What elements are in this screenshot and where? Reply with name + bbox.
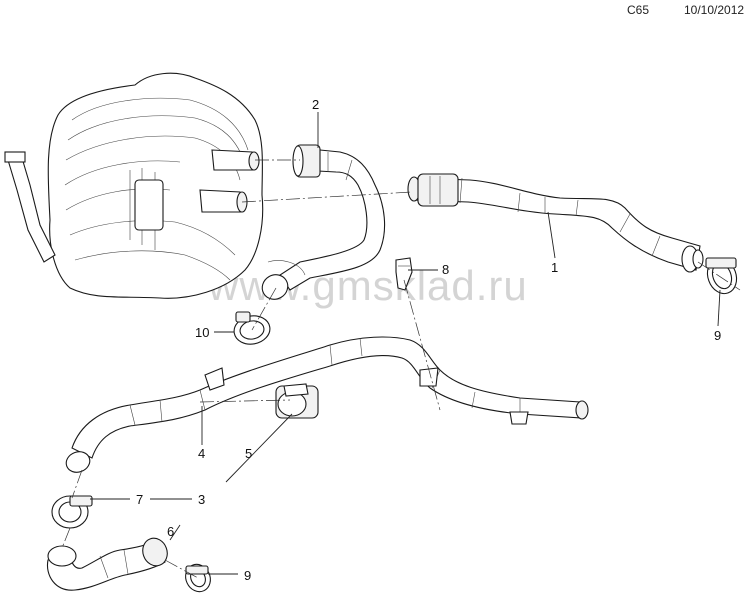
callout-4: 4 <box>198 446 205 461</box>
diagram-date: 10/10/2012 <box>684 3 745 17</box>
hose-6 <box>46 537 168 591</box>
callout-3: 3 <box>198 492 205 507</box>
callout-6: 6 <box>167 524 174 539</box>
clamp-9-lower <box>185 563 211 593</box>
clip-8 <box>395 257 413 291</box>
callout-5: 5 <box>245 446 252 461</box>
callout-10: 10 <box>195 325 209 340</box>
watermark: www.gmsklad.ru <box>207 262 528 309</box>
callout-7: 7 <box>136 492 143 507</box>
callout-9-upper: 9 <box>714 328 721 343</box>
callout-8: 8 <box>442 262 449 277</box>
callout-numbers: 2 1 8 9 10 4 5 3 7 6 9 <box>136 97 721 583</box>
callout-1: 1 <box>551 260 558 275</box>
callout-9-lower: 9 <box>244 568 251 583</box>
clamp-5 <box>275 383 319 419</box>
engine-block <box>4 72 264 299</box>
leader-lines <box>90 112 721 575</box>
hose-1 <box>407 173 704 273</box>
hose-4 <box>65 336 589 473</box>
callout-2: 2 <box>312 97 319 112</box>
clamp-7 <box>51 495 93 529</box>
hose-2 <box>261 144 386 300</box>
clamp-9-upper <box>705 257 738 295</box>
diagram-code: C65 <box>627 3 650 17</box>
assembly-lines <box>61 159 741 579</box>
